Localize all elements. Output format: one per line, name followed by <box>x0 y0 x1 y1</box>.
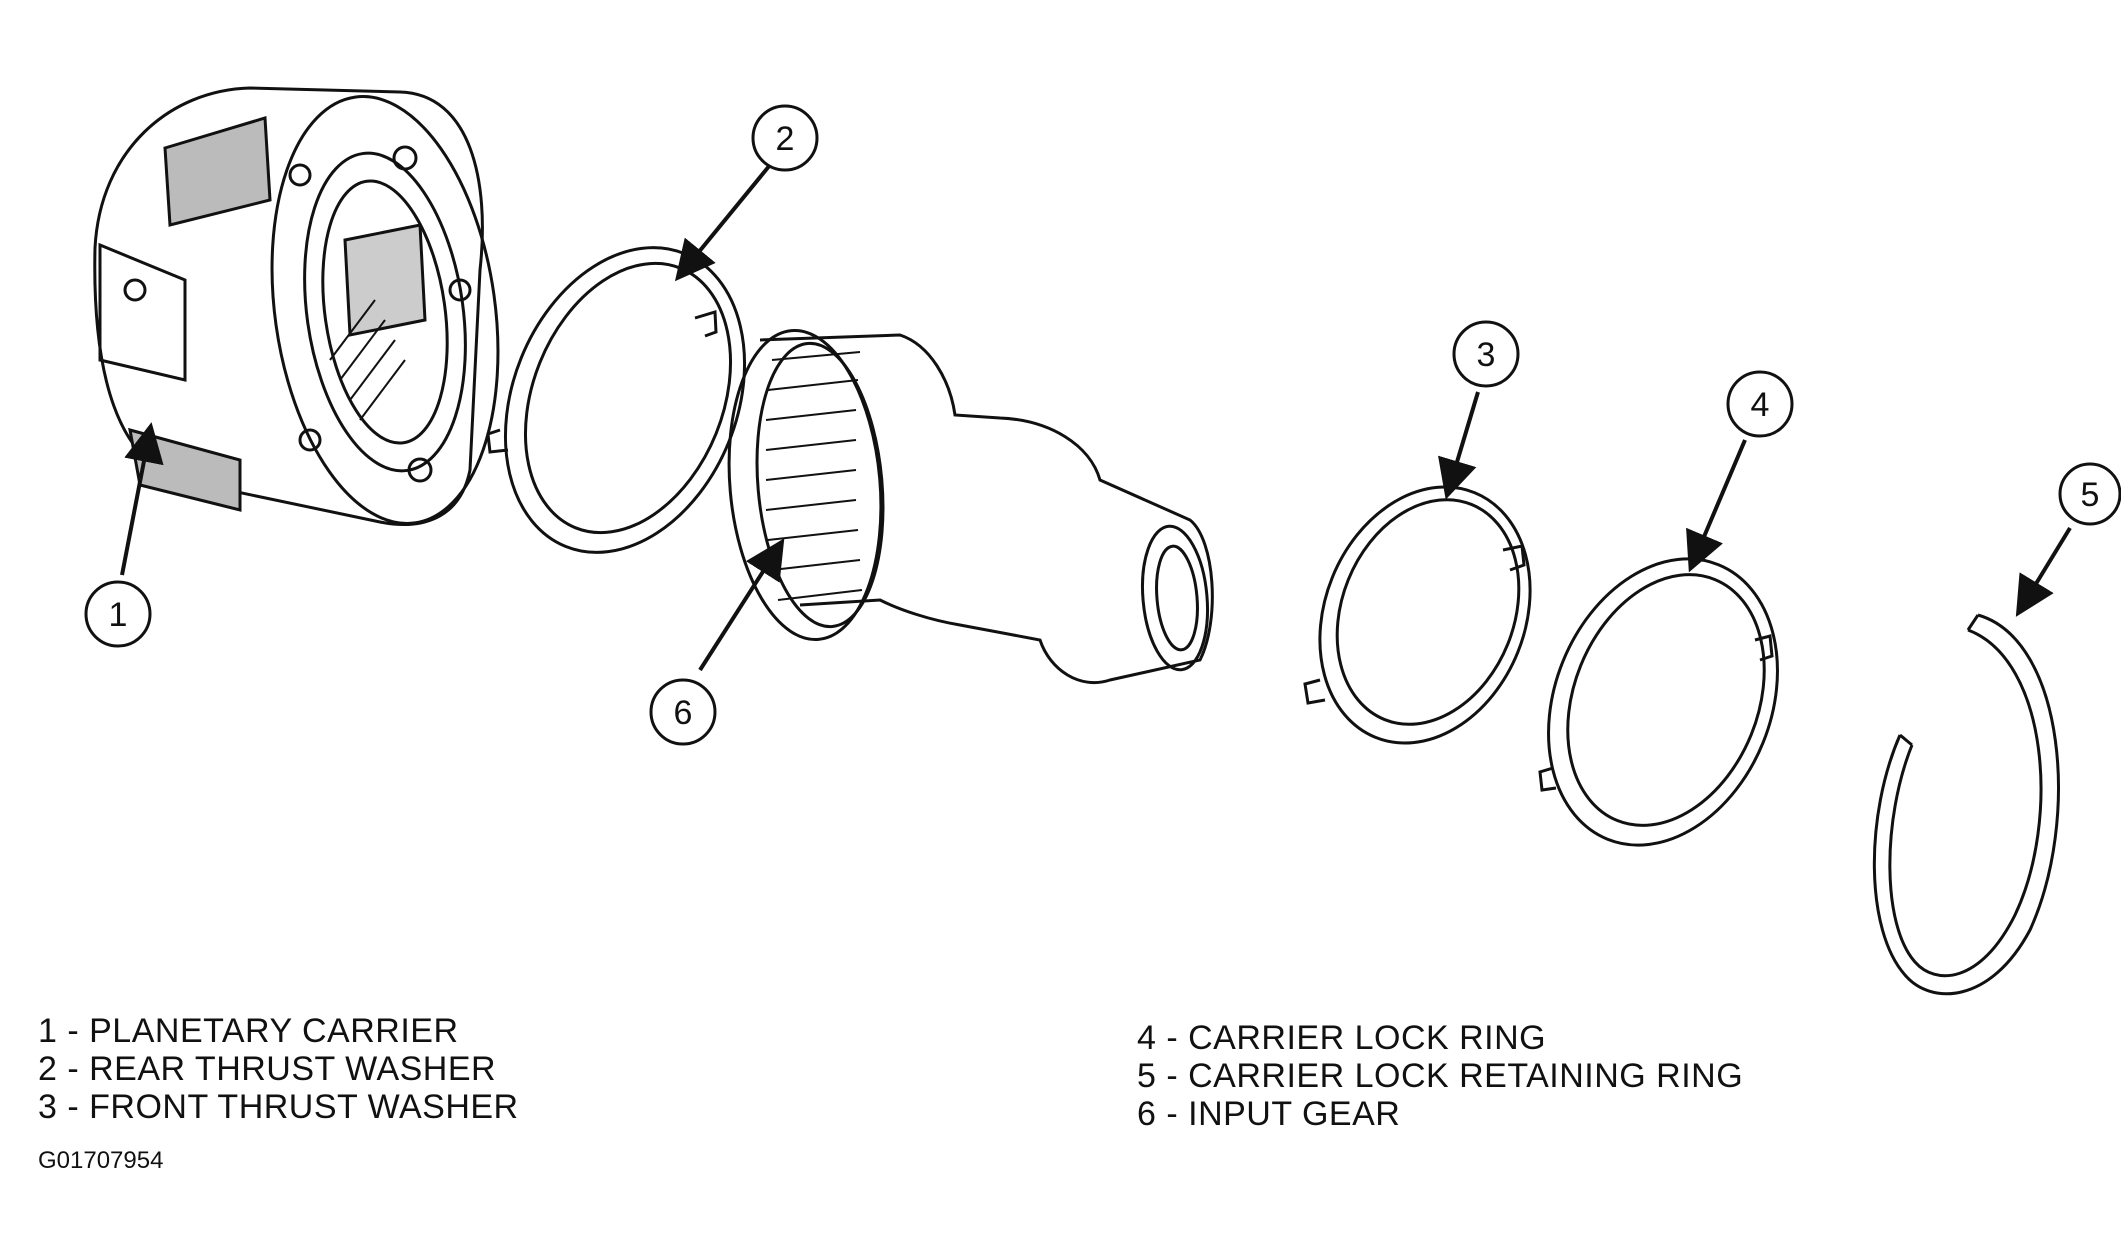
callout-6: 6 <box>649 678 717 746</box>
leader-arrow-3 <box>1438 391 1480 500</box>
leader-arrow-6 <box>698 538 785 672</box>
svg-text:3: 3 <box>1477 336 1496 374</box>
carrier-lock-ring <box>1538 557 1779 847</box>
input-gear <box>727 328 1214 685</box>
svg-text:1: 1 <box>109 596 128 634</box>
figure-code: G01707954 <box>38 1147 164 1174</box>
leader-arrow-1 <box>120 422 164 576</box>
legend-left: 1 - PLANETARY CARRIER 2 - REAR THRUST WA… <box>38 1012 519 1126</box>
callout-4: 4 <box>1726 370 1794 438</box>
svg-text:2: 2 <box>776 120 795 158</box>
callout-1: 1 <box>84 580 152 648</box>
callout-2: 2 <box>751 104 819 172</box>
legend-right: 4 - CARRIER LOCK RING 5 - CARRIER LOCK R… <box>1137 1019 1743 1133</box>
planetary-carrier <box>93 86 500 526</box>
svg-text:4: 4 <box>1751 386 1770 424</box>
leader-arrow-4 <box>1686 439 1747 573</box>
legend-item: 3 - FRONT THRUST WASHER <box>38 1088 519 1126</box>
svg-text:5: 5 <box>2081 476 2100 514</box>
leader-arrow-2 <box>674 163 772 282</box>
carrier-lock-retaining-ring <box>1872 613 2060 996</box>
legend-item: 4 - CARRIER LOCK RING <box>1137 1019 1547 1057</box>
legend-item: 5 - CARRIER LOCK RETAINING RING <box>1137 1057 1744 1095</box>
legend-item: 1 - PLANETARY CARRIER <box>38 1012 459 1050</box>
leader-arrow-5 <box>2015 526 2072 617</box>
legend-item: 2 - REAR THRUST WASHER <box>38 1050 497 1088</box>
svg-text:6: 6 <box>674 694 693 732</box>
legend-item: 6 - INPUT GEAR <box>1137 1095 1401 1133</box>
callout-5: 5 <box>2058 462 2121 526</box>
leader-arrows <box>120 163 2072 672</box>
callout-3: 3 <box>1452 320 1520 388</box>
front-thrust-washer <box>1303 485 1532 745</box>
rear-thrust-washer <box>486 246 747 554</box>
